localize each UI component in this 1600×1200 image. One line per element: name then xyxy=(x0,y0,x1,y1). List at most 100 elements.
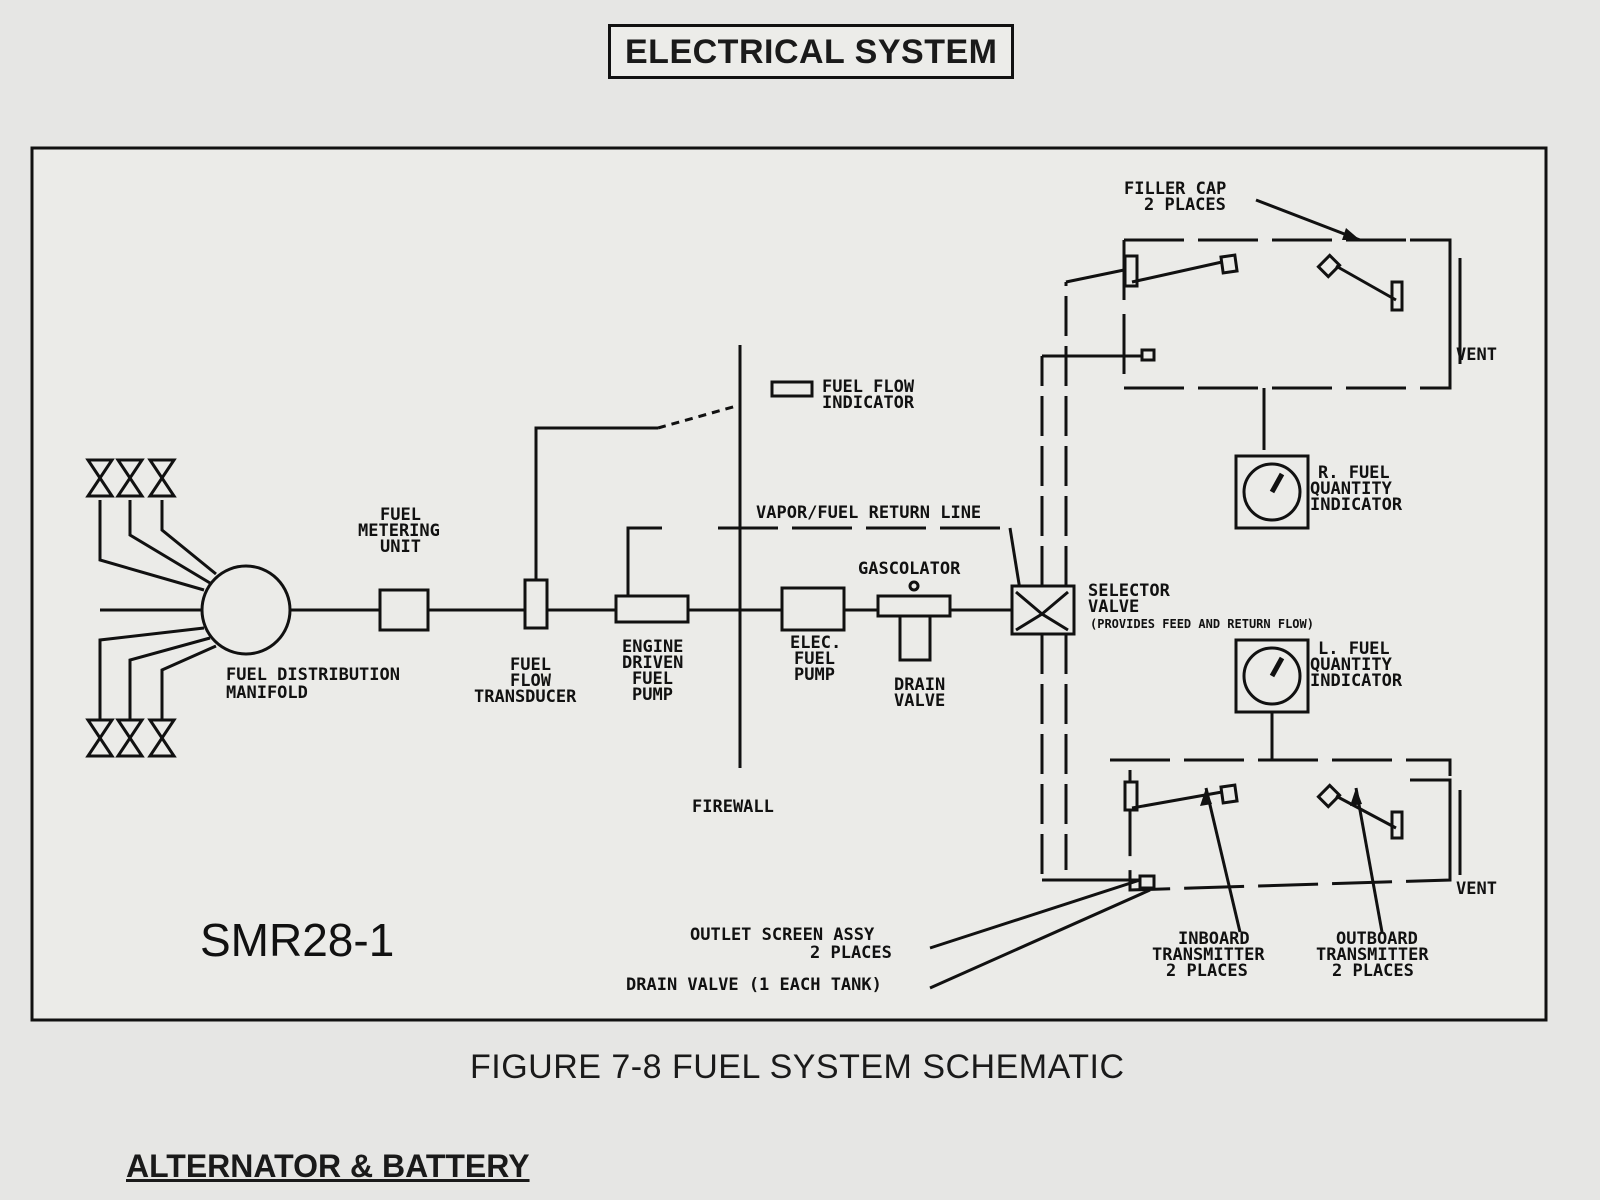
filler-cap-left-a xyxy=(1123,780,1139,812)
inboard-transmitter-label: INBOARD xyxy=(1178,929,1250,949)
return-line xyxy=(626,526,662,596)
transducer-label: FUEL xyxy=(510,655,551,675)
gasc-drain-label: DRAIN xyxy=(894,675,945,695)
transducer-label-2: FLOW xyxy=(510,671,552,691)
left-fuel-gauge-needle xyxy=(1269,656,1285,678)
l-fuel-qty-label-3: INDICATOR xyxy=(1310,671,1403,691)
gascolator-drain xyxy=(898,616,932,662)
gascolator-label: GASCOLATOR xyxy=(858,559,961,579)
elec-pump-label-3: PUMP xyxy=(794,665,835,685)
nozzle-line xyxy=(98,626,205,720)
left-tank xyxy=(1110,758,1452,892)
engine-pump-label-3: FUEL xyxy=(632,669,673,689)
injector-nozzle xyxy=(147,458,177,498)
transmitter-left-inboard xyxy=(1219,783,1239,805)
outlet-screen-label-2: 2 PLACES xyxy=(810,943,892,963)
fuel-distribution-manifold xyxy=(200,564,292,656)
figure-caption: FIGURE 7-8 FUEL SYSTEM SCHEMATIC xyxy=(470,1048,1125,1086)
nozzle-line xyxy=(160,644,217,720)
gascolator xyxy=(876,594,952,618)
inboard-transmitter-label-3: 2 PLACES xyxy=(1166,961,1248,981)
right-fuel-gauge-needle xyxy=(1269,472,1285,494)
right-tank-vent xyxy=(1410,238,1452,360)
manifold-label: FUEL DISTRIBUTION xyxy=(226,665,400,685)
vent-bottom-label: VENT xyxy=(1456,879,1497,899)
injector-nozzle xyxy=(85,718,115,758)
vent-top-label: VENT xyxy=(1456,345,1497,365)
indicator-line xyxy=(657,403,741,430)
engine-pump-label-4: PUMP xyxy=(632,685,673,705)
sensor-line xyxy=(1335,794,1397,830)
gasc-drain-label-2: VALVE xyxy=(894,691,945,711)
engine-driven-fuel-pump xyxy=(614,594,690,624)
l-fuel-qty-label: L. FUEL xyxy=(1318,639,1390,659)
leader-outboard xyxy=(1354,787,1384,933)
elec-pump-label: ELEC. xyxy=(790,633,841,653)
sensor-line xyxy=(1131,260,1223,284)
selector-valve-note: (PROVIDES FEED AND RETURN FLOW) xyxy=(1090,617,1314,631)
leader-outlet-screen xyxy=(929,878,1141,950)
fuel-metering-unit xyxy=(378,588,430,632)
pointer-line xyxy=(1255,198,1361,242)
fuel-flow-indicator-label: FUEL FLOW xyxy=(822,377,915,397)
figure-id: SMR28-1 xyxy=(200,914,394,966)
l-fuel-qty-label-2: QUANTITY xyxy=(1310,655,1393,675)
fuel-flow-indicator-label-2: INDICATOR xyxy=(822,393,915,413)
return-feed-line xyxy=(1065,268,1125,284)
r-fuel-qty-label-3: INDICATOR xyxy=(1310,495,1403,515)
filler-cap-right-b xyxy=(1390,280,1404,312)
gascolator-port xyxy=(908,580,920,592)
transmitter-left-outboard xyxy=(1316,783,1342,809)
transmitter-right-outboard xyxy=(1316,253,1342,279)
arrowhead xyxy=(1350,788,1362,806)
electric-fuel-pump xyxy=(780,586,846,632)
filler-cap-count: 2 PLACES xyxy=(1144,195,1226,215)
vapor-return-label: VAPOR/FUEL RETURN LINE xyxy=(756,503,981,523)
r-fuel-qty-label-2: QUANTITY xyxy=(1310,479,1393,499)
transducer-label-3: TRANSDUCER xyxy=(474,687,577,707)
arrowhead xyxy=(1342,228,1360,240)
outlet-screen-label: OUTLET SCREEN ASSY xyxy=(690,925,875,945)
firewall-label: FIREWALL xyxy=(692,797,774,817)
outboard-transmitter-label-3: 2 PLACES xyxy=(1332,961,1414,981)
transmitter-right-inboard xyxy=(1219,253,1239,275)
selector-valve-flow xyxy=(1039,590,1069,632)
sensor-line xyxy=(1335,264,1397,302)
filler-cap-right-a xyxy=(1123,254,1139,288)
right-tank xyxy=(1122,238,1452,390)
injector-nozzle xyxy=(115,718,145,758)
left-fuel-gauge-dial xyxy=(1242,646,1302,706)
drain-valve-tank-label: DRAIN VALVE (1 EACH TANK) xyxy=(626,975,882,995)
outboard-transmitter-label-2: TRANSMITTER xyxy=(1316,945,1429,965)
outlet-screen-right xyxy=(1140,348,1156,362)
vapor-return-line xyxy=(1008,527,1022,591)
page-header-title: ELECTRICAL SYSTEM xyxy=(608,24,1015,79)
manifold-label-2: MANIFOLD xyxy=(226,683,308,703)
leader-inboard xyxy=(1204,787,1242,933)
injector-nozzle xyxy=(115,458,145,498)
leader-drain-valve xyxy=(929,888,1151,990)
injector-nozzle xyxy=(85,458,115,498)
nozzle-line xyxy=(128,500,211,585)
elec-pump-label-2: FUEL xyxy=(794,649,835,669)
filler-cap-label: FILLER CAP xyxy=(1124,179,1226,199)
section-heading: ALTERNATOR & BATTERY xyxy=(126,1148,530,1184)
nozzle-line xyxy=(128,636,211,720)
indicator-line xyxy=(534,426,658,580)
fuel-flow-indicator xyxy=(770,380,814,398)
nozzle-line xyxy=(160,500,217,576)
right-fuel-gauge-dial xyxy=(1242,462,1302,522)
outboard-transmitter-label: OUTBOARD xyxy=(1336,929,1418,949)
fuel-flow-transducer xyxy=(523,578,549,630)
injector-nozzle xyxy=(147,718,177,758)
nozzle-line xyxy=(98,500,205,592)
selector-valve-label-2: VALVE xyxy=(1088,597,1139,617)
left-tank-vent xyxy=(1410,778,1452,870)
selector-valve-label: SELECTOR xyxy=(1088,581,1171,601)
engine-pump-label-2: DRIVEN xyxy=(622,653,683,673)
figure-frame xyxy=(30,146,1548,1022)
r-fuel-qty-label: R. FUEL xyxy=(1318,463,1390,483)
engine-pump-label: ENGINE xyxy=(622,637,683,657)
arrowhead xyxy=(1200,788,1212,806)
